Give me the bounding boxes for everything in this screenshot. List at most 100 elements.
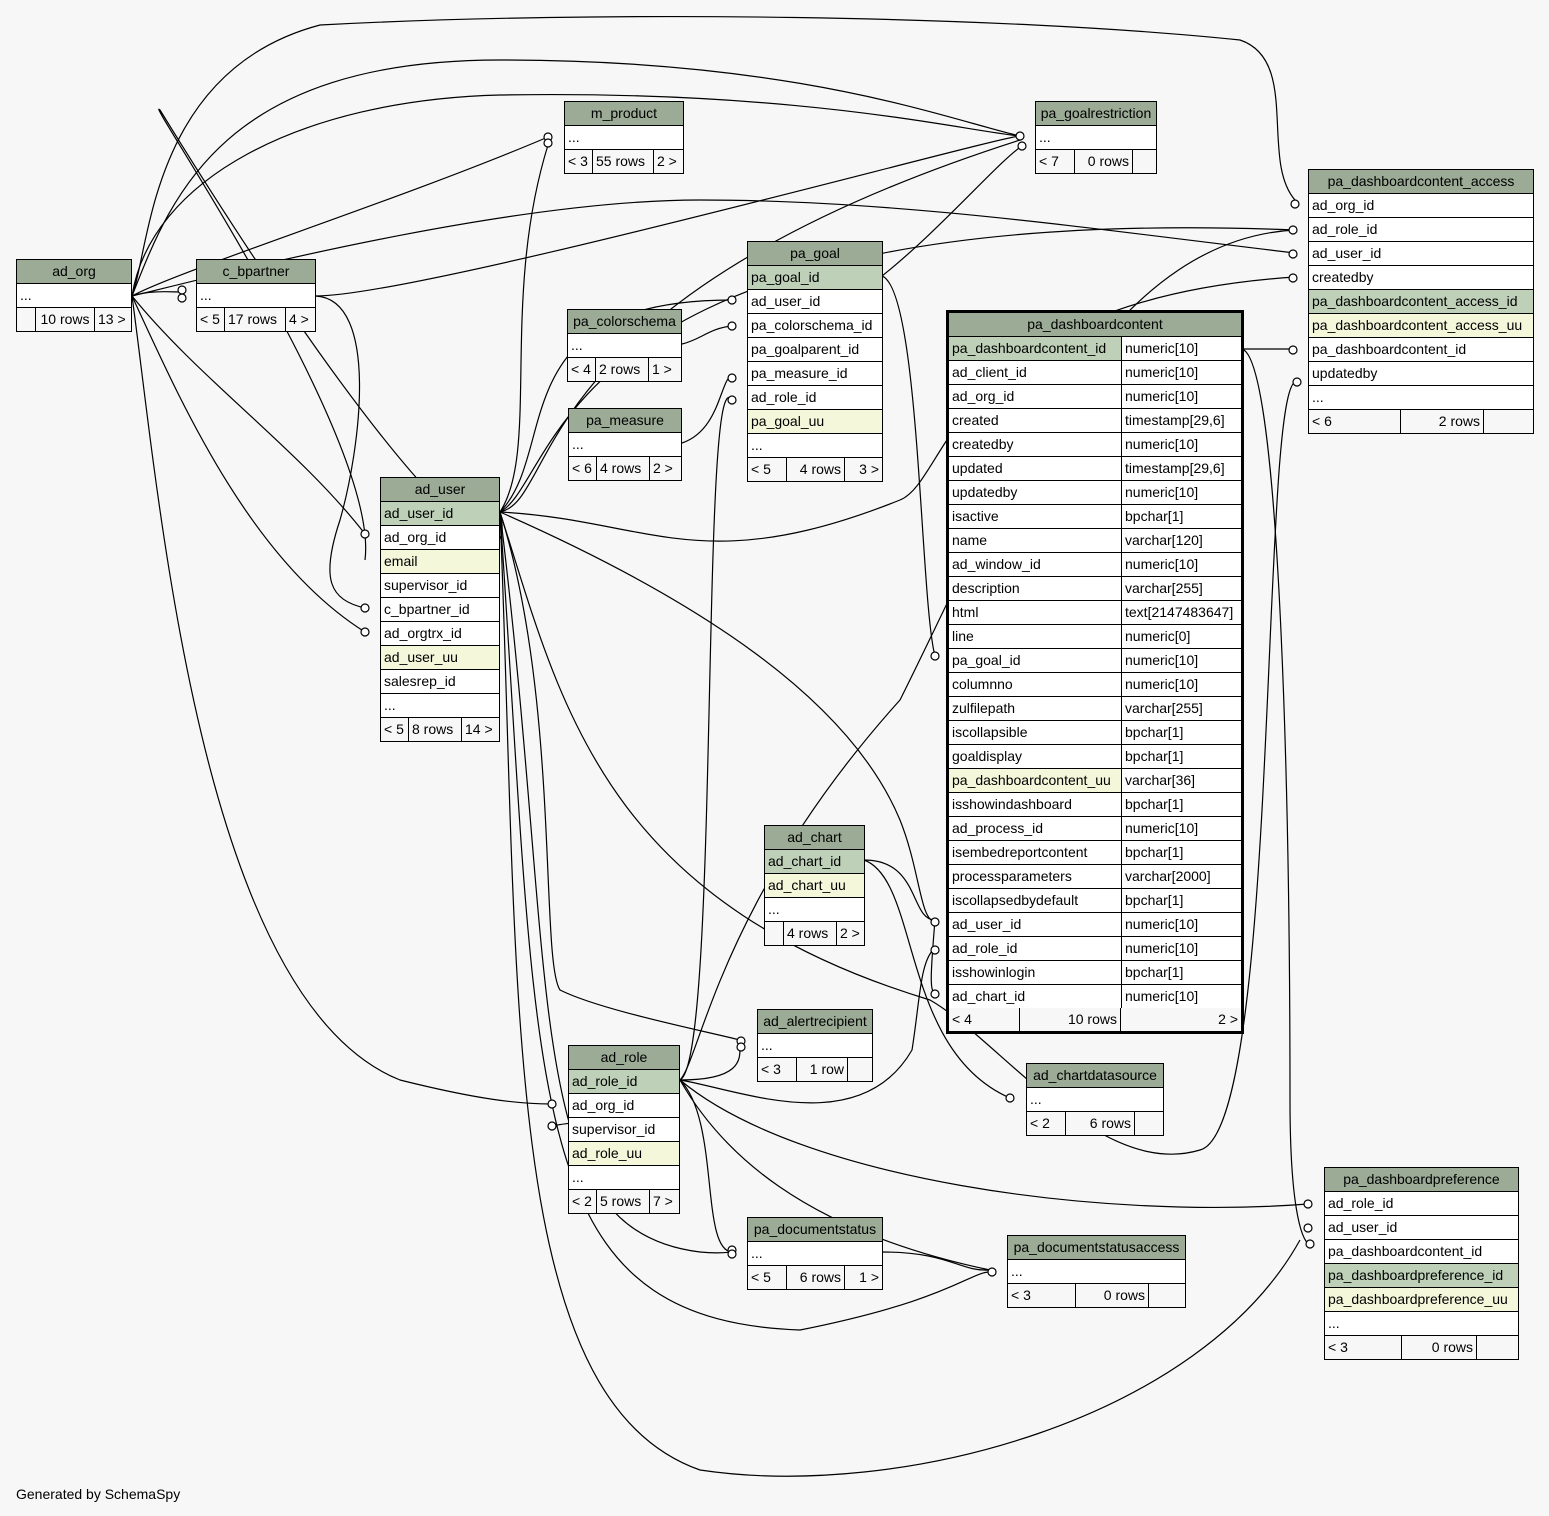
column-row: ... — [1309, 386, 1533, 410]
column-name: description — [949, 577, 1122, 600]
table-c_bpartner[interactable]: c_bpartner ... < 5 17 rows 4 > — [196, 259, 316, 332]
table-pa_dashboardcontent[interactable]: pa_dashboardcontent pa_dashboardcontent_… — [946, 310, 1244, 1034]
table-pa_goal[interactable]: pa_goal pa_goal_id ad_user_id pa_colorsc… — [747, 241, 883, 482]
row-count: 0 rows — [1075, 150, 1133, 173]
child-count: 2 > — [1218, 1011, 1238, 1027]
table-title: pa_dashboardpreference — [1325, 1168, 1518, 1192]
row-count-bar: < 5 17 rows 4 > — [197, 308, 315, 331]
column-row: ad_user_id — [381, 502, 499, 526]
column-row: supervisor_id — [569, 1118, 679, 1142]
parent-count: < 7 — [1036, 150, 1075, 173]
column-type: numeric[10] — [1122, 337, 1241, 360]
table-ad_user[interactable]: ad_user ad_user_id ad_org_id email super… — [380, 477, 500, 742]
child-count: 14 > — [465, 721, 493, 737]
table-pa_documentstatus[interactable]: pa_documentstatus ... < 5 6 rows 1 > — [747, 1217, 883, 1290]
column-type: text[2147483647] — [1125, 604, 1234, 620]
column-name: isactive — [949, 505, 1122, 528]
child-count: 1 > — [652, 361, 672, 377]
column-type: bpchar[1] — [1125, 844, 1184, 860]
parent-count: < 5 — [381, 718, 409, 741]
column-row: ... — [1008, 1260, 1185, 1284]
column-type: varchar[2000] — [1125, 868, 1211, 884]
column-row: ... — [758, 1034, 872, 1058]
column-type: numeric[10] — [1125, 820, 1199, 836]
table-ad_org[interactable]: ad_org ... 10 rows 13 > — [16, 259, 132, 332]
child-count: 13 > — [98, 311, 126, 327]
row-count-bar: < 2 6 rows — [1027, 1112, 1163, 1135]
parent-count: < 4 — [949, 1008, 1020, 1031]
column-row: ... — [197, 284, 315, 308]
child-count — [1484, 410, 1533, 433]
column-name: pa_dashboardcontent_uu — [949, 769, 1122, 792]
row-count-bar: < 3 55 rows 2 > — [565, 150, 683, 173]
table-pa_dashboardpreference[interactable]: pa_dashboardpreference ad_role_id ad_use… — [1324, 1167, 1519, 1360]
row-count: 2 rows — [1401, 410, 1484, 433]
column-row: ad_user_uu — [381, 646, 499, 670]
row-count-bar: < 3 1 row — [758, 1058, 872, 1081]
table-ad_role[interactable]: ad_role ad_role_id ad_org_id supervisor_… — [568, 1045, 680, 1214]
row-count: 4 rows — [597, 457, 650, 480]
row-count: 10 rows — [36, 308, 95, 331]
column-name: processparameters — [949, 865, 1122, 888]
table-m_product[interactable]: m_product ... < 3 55 rows 2 > — [564, 101, 684, 174]
parent-count: < 3 — [565, 150, 593, 173]
table-title: pa_goalrestriction — [1036, 102, 1156, 126]
row-count-bar: < 5 4 rows 3 > — [748, 458, 882, 481]
column-name: ad_process_id — [949, 817, 1122, 840]
table-pa_documentstatusaccess[interactable]: pa_documentstatusaccess ... < 3 0 rows — [1007, 1235, 1186, 1308]
child-count: 1 > — [859, 1269, 879, 1285]
table-ad_chartdatasource[interactable]: ad_chartdatasource ... < 2 6 rows — [1026, 1063, 1164, 1136]
table-ad_chart[interactable]: ad_chart ad_chart_id ad_chart_uu ... 4 r… — [764, 825, 865, 946]
row-count: 4 rows — [784, 922, 837, 945]
column-row: pa_dashboardcontent_access_uu — [1309, 314, 1533, 338]
column-name: ad_org_id — [949, 385, 1122, 408]
table-title: ad_org — [17, 260, 131, 284]
column-type: bpchar[1] — [1125, 964, 1184, 980]
column-row: ad_chart_uu — [765, 874, 864, 898]
column-row: email — [381, 550, 499, 574]
column-type: numeric[0] — [1125, 628, 1191, 644]
row-count-bar: < 5 6 rows 1 > — [748, 1266, 882, 1289]
table-title: pa_dashboardcontent_access — [1309, 170, 1533, 194]
child-count — [1477, 1336, 1518, 1359]
column-type: bpchar[1] — [1125, 724, 1184, 740]
table-pa_colorschema[interactable]: pa_colorschema ... < 4 2 rows 1 > — [567, 309, 682, 382]
column-row: pa_dashboardpreference_id — [1325, 1264, 1518, 1288]
table-pa_goalrestriction[interactable]: pa_goalrestriction ... < 7 0 rows — [1035, 101, 1157, 174]
column-type: timestamp[29,6] — [1125, 412, 1225, 428]
table-title: pa_colorschema — [568, 310, 681, 334]
column-name: isshowindashboard — [949, 793, 1122, 816]
column-name: html — [949, 601, 1122, 624]
column-type: varchar[120] — [1125, 532, 1203, 548]
column-row: ... — [17, 284, 131, 308]
column-row: ... — [565, 126, 683, 150]
column-type: numeric[10] — [1125, 676, 1199, 692]
row-count-bar: 4 rows 2 > — [765, 922, 864, 945]
column-type: numeric[10] — [1125, 556, 1199, 572]
table-title: c_bpartner — [197, 260, 315, 284]
column-name: iscollapsedbydefault — [949, 889, 1122, 912]
row-count-bar: < 3 0 rows — [1325, 1336, 1518, 1359]
table-pa_dashboardcontent_access[interactable]: pa_dashboardcontent_access ad_org_id ad_… — [1308, 169, 1534, 434]
parent-count: < 5 — [748, 1266, 787, 1289]
column-row: ... — [748, 434, 882, 458]
row-count-bar: < 6 4 rows 2 > — [569, 457, 681, 480]
table-pa_measure[interactable]: pa_measure ... < 6 4 rows 2 > — [568, 408, 682, 481]
column-row: ad_role_id — [569, 1070, 679, 1094]
row-count: 5 rows — [597, 1190, 650, 1213]
column-row: ... — [381, 694, 499, 718]
column-type: numeric[10] — [1125, 916, 1199, 932]
table-ad_alertrecipient[interactable]: ad_alertrecipient ... < 3 1 row — [757, 1009, 873, 1082]
